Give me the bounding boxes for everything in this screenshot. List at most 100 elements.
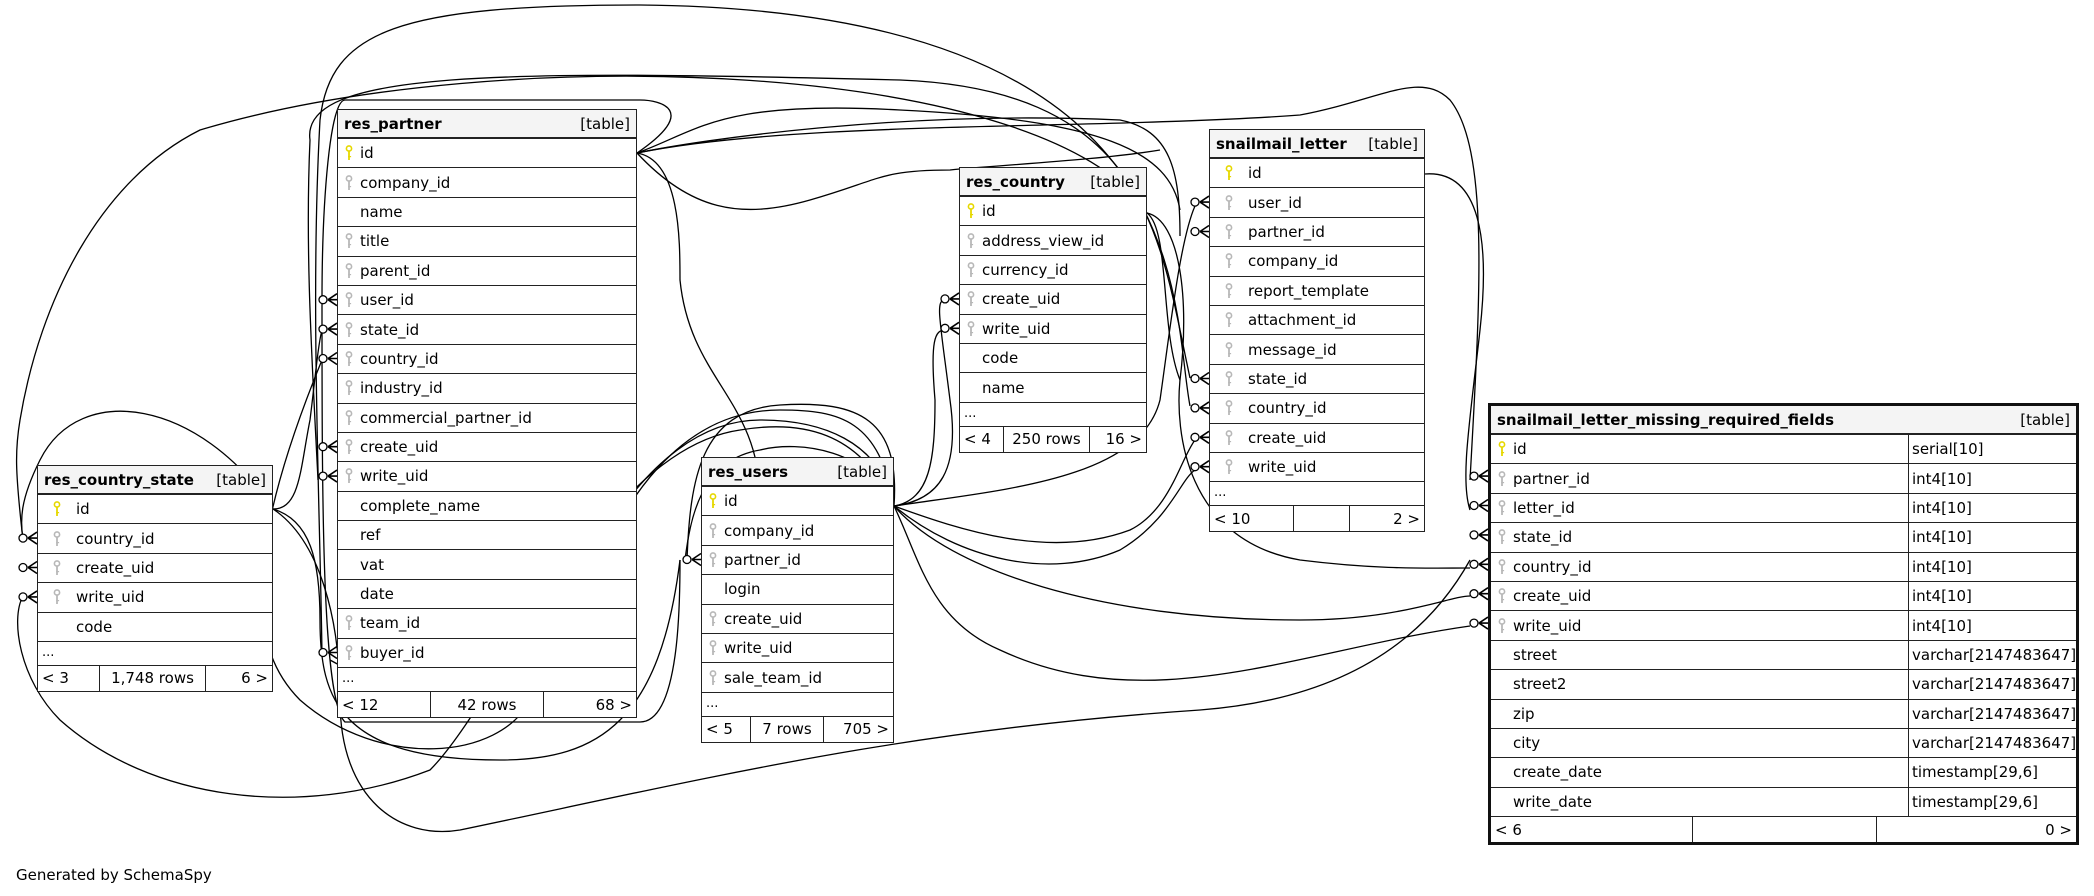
table-header[interactable]: res_country[table]	[960, 168, 1146, 197]
column-row-write-uid[interactable]: write_uid	[960, 315, 1146, 344]
table-header[interactable]: res_country_state[table]	[38, 466, 272, 495]
column-name: street	[1513, 645, 1557, 664]
column-row-company-id[interactable]: company_id	[1210, 247, 1424, 277]
column-row-parent-id[interactable]: parent_id	[338, 257, 636, 286]
column-row-id[interactable]: id	[960, 197, 1146, 227]
table-header[interactable]: res_users[table]	[702, 458, 893, 487]
column-row-code[interactable]: code	[960, 344, 1146, 374]
children-count-link[interactable]: 2 >	[1393, 509, 1420, 528]
column-row-write-uid[interactable]: write_uid	[338, 462, 636, 492]
column-row-state-id[interactable]: state_id	[338, 315, 636, 345]
column-row-title[interactable]: title	[338, 227, 636, 257]
column-row-complete-name[interactable]: complete_name	[338, 492, 636, 522]
parents-count-link[interactable]: < 5	[702, 716, 751, 742]
column-name: country_id	[76, 529, 155, 548]
column-row-industry-id[interactable]: industry_id	[338, 374, 636, 404]
column-row-name[interactable]: name	[338, 198, 636, 228]
column-name: write_date	[1513, 792, 1593, 811]
column-row-id[interactable]: id	[1210, 159, 1424, 189]
children-count-link[interactable]: 705 >	[843, 720, 889, 739]
column-row-user-id[interactable]: user_id	[1210, 188, 1424, 218]
column-row-state-id[interactable]: state_id	[1210, 365, 1424, 395]
column-row-commercial-partner-id[interactable]: commercial_partner_id	[338, 404, 636, 433]
table-header[interactable]: snailmail_letter_missing_required_fields…	[1491, 406, 2076, 435]
column-row-company-id[interactable]: company_id	[338, 168, 636, 198]
column-name: create_uid	[360, 438, 439, 457]
column-name: ref	[360, 526, 381, 545]
relationship-line	[636, 149, 1161, 211]
column-row-name[interactable]: name	[960, 373, 1146, 403]
crows-foot-icon	[18, 531, 38, 545]
column-row-date[interactable]: date	[338, 580, 636, 610]
column-row-create-uid[interactable]: create_uid	[702, 605, 893, 634]
children-count-link[interactable]: 0 >	[2045, 820, 2072, 839]
column-row-attachment-id[interactable]: attachment_id	[1210, 306, 1424, 336]
column-row-partner-id[interactable]: partner_id	[1210, 218, 1424, 248]
column-row-id[interactable]: id	[38, 495, 272, 525]
row-count: 250 rows	[1004, 426, 1090, 452]
table-header[interactable]: snailmail_letter[table]	[1210, 130, 1424, 159]
column-row-user-id[interactable]: user_id	[338, 286, 636, 316]
column-row-company-id[interactable]: company_id	[702, 516, 893, 546]
parents-count-link[interactable]: < 6	[1491, 817, 1693, 843]
column-row-country-id[interactable]: country_id	[38, 524, 272, 554]
column-row-write-uid[interactable]: write_uid	[1210, 453, 1424, 483]
children-count-link[interactable]: 68 >	[595, 695, 632, 714]
column-row-currency-id[interactable]: currency_id	[960, 256, 1146, 286]
column-row-create-uid[interactable]: create_uid	[1210, 424, 1424, 453]
column-row-id[interactable]: id	[702, 487, 893, 517]
column-row-create-uid[interactable]: create_uid	[338, 433, 636, 463]
column-row-vat[interactable]: vat	[338, 550, 636, 580]
column-row-write-uid[interactable]: write_uid	[702, 634, 893, 664]
column-name: country_id	[1248, 399, 1327, 418]
column-row-write-uid[interactable]: write_uid	[38, 583, 272, 613]
column-row-create-uid[interactable]: create_uid	[960, 285, 1146, 315]
column-row-sale-team-id[interactable]: sale_team_id	[702, 663, 893, 693]
column-row-message-id[interactable]: message_id	[1210, 335, 1424, 365]
foreign-key-icon	[1491, 500, 1513, 516]
column-row-partner-id[interactable]: partner_id	[702, 546, 893, 576]
parents-count-link[interactable]: < 4	[960, 426, 1004, 452]
foreign-key-icon	[38, 560, 76, 576]
column-row-country-id[interactable]: country_id	[1210, 394, 1424, 424]
crows-foot-icon	[1190, 460, 1210, 474]
parents-count-link[interactable]: < 10	[1210, 506, 1294, 532]
column-row-buyer-id[interactable]: buyer_id	[338, 639, 636, 669]
column-row-id[interactable]: id	[338, 139, 636, 169]
column-row-ref[interactable]: ref	[338, 521, 636, 551]
column-row-report-template[interactable]: report_template	[1210, 277, 1424, 306]
children-count-link[interactable]: 16 >	[1105, 430, 1142, 449]
column-name: partner_id	[724, 550, 801, 569]
foreign-key-icon	[1491, 529, 1513, 545]
column-row-create-uid[interactable]: create_uid	[38, 554, 272, 584]
column-row-address-view-id[interactable]: address_view_id	[960, 226, 1146, 256]
parents-count-link[interactable]: < 12	[338, 692, 431, 718]
column-row-code[interactable]: code	[38, 613, 272, 642]
children-count-link[interactable]: 6 >	[241, 669, 268, 688]
table-snailmail-letter-missing-required-fields[interactable]: snailmail_letter_missing_required_fields…	[1488, 403, 2079, 846]
column-row-login[interactable]: login	[702, 575, 893, 605]
column-row-team-id[interactable]: team_id	[338, 609, 636, 639]
table-header[interactable]: res_partner[table]	[338, 110, 636, 139]
parents-count-link[interactable]: < 3	[38, 665, 100, 691]
column-row-country-id[interactable]: country_id	[338, 345, 636, 375]
